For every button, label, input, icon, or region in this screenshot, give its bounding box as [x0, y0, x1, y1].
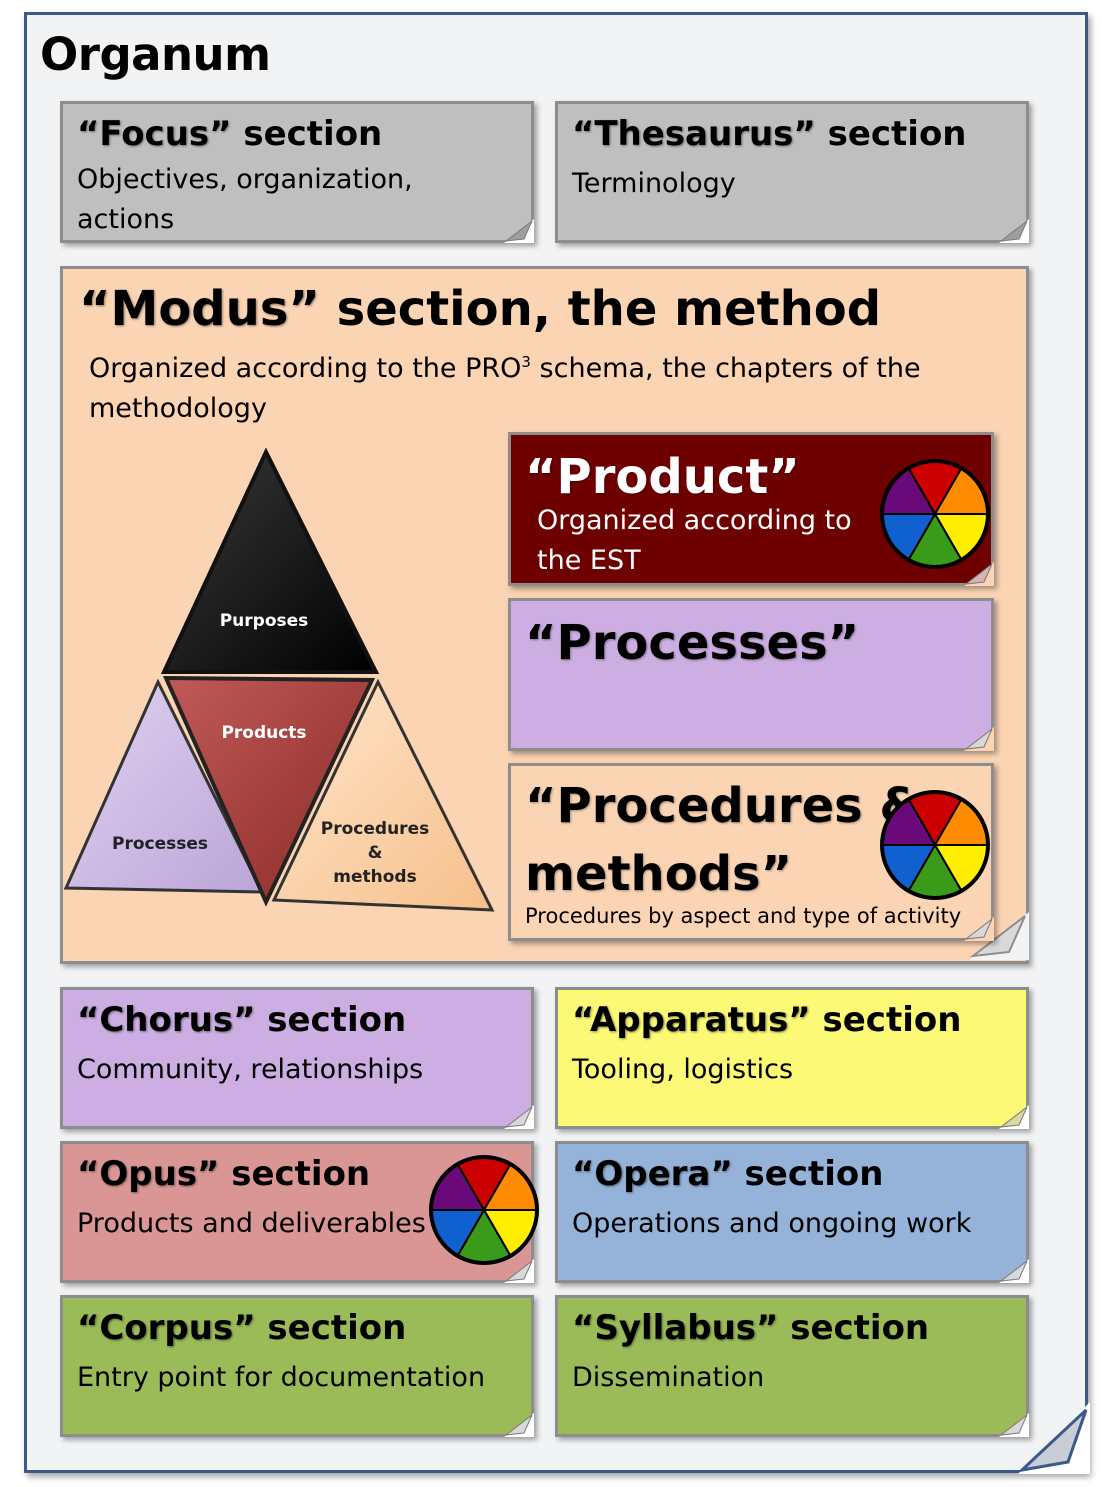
color-wheel-rim	[429, 1155, 539, 1265]
thesaurus-section[interactable]: “Thesaurus” section Terminology	[555, 101, 1029, 243]
opera-description: Operations and ongoing work	[572, 1208, 972, 1239]
pro3-pyramid: Purposes Products Processes Procedures &…	[63, 448, 495, 912]
pyramid-processes-label: Processes	[112, 834, 208, 854]
chorus-description: Community, relationships	[77, 1054, 424, 1085]
thesaurus-title: “Thesaurus” section	[572, 114, 967, 154]
color-wheel-icon	[880, 790, 990, 900]
corpus-description: Entry point for documentation	[77, 1362, 486, 1393]
pyramid-purposes-label: Purposes	[220, 611, 309, 631]
pyramid-procedures-segment	[271, 678, 495, 912]
focus-section[interactable]: “Focus” section Objectives, organization…	[60, 101, 534, 243]
apparatus-title: “Apparatus” section	[572, 1000, 962, 1040]
card-fold	[964, 917, 994, 941]
processes-subsection[interactable]: “Processes”	[508, 598, 994, 751]
color-wheel-rim	[880, 459, 990, 569]
product-description: Organized according to the EST	[537, 505, 852, 576]
card-fold	[969, 912, 1029, 961]
modus-title: “Modus” section, the method	[79, 281, 882, 337]
card-fold	[504, 1413, 534, 1437]
color-wheel-rim	[880, 790, 990, 900]
syllabus-description: Dissemination	[572, 1362, 765, 1393]
chorus-section[interactable]: “Chorus” section Community, relationship…	[60, 987, 534, 1129]
page-corner-fold	[1018, 1402, 1090, 1474]
page-title: Organum	[40, 28, 271, 81]
card-fold	[999, 1259, 1029, 1283]
procedures-title-line1: “Procedures &	[525, 778, 922, 834]
focus-description: Objectives, organization, actions	[77, 164, 413, 235]
modus-description: Organized according to the PRO3 schema, …	[89, 353, 921, 424]
color-wheel-icon	[880, 459, 990, 569]
card-fold	[504, 1105, 534, 1129]
procedures-description: Procedures by aspect and type of activit…	[525, 904, 962, 928]
opus-title: “Opus” section	[77, 1154, 371, 1194]
apparatus-description: Tooling, logistics	[572, 1054, 794, 1085]
apparatus-section[interactable]: “Apparatus” section Tooling, logistics	[555, 987, 1029, 1129]
card-fold	[964, 727, 994, 751]
pyramid-processes-segment	[63, 678, 265, 894]
corpus-title: “Corpus” section	[77, 1308, 407, 1348]
focus-title: “Focus” section	[77, 114, 383, 154]
pyramid-products-segment	[162, 675, 376, 907]
corpus-section[interactable]: “Corpus” section Entry point for documen…	[60, 1295, 534, 1437]
opus-description: Products and deliverables	[77, 1208, 426, 1239]
card-fold	[999, 1413, 1029, 1437]
syllabus-title: “Syllabus” section	[572, 1308, 930, 1348]
card-fold	[504, 219, 534, 243]
card-fold	[504, 1259, 534, 1283]
pyramid-procedures-label-2: &	[368, 843, 383, 863]
procedures-title-line2: methods”	[525, 846, 793, 902]
pyramid-purposes-segment	[160, 448, 380, 674]
card-fold	[964, 562, 994, 586]
pyramid-procedures-label-3: methods	[333, 867, 416, 887]
syllabus-section[interactable]: “Syllabus” section Dissemination	[555, 1295, 1029, 1437]
processes-title: “Processes”	[525, 615, 860, 671]
color-wheel-icon	[429, 1155, 539, 1265]
card-fold	[999, 1105, 1029, 1129]
product-title: “Product”	[525, 449, 800, 505]
card-fold	[999, 219, 1029, 243]
procedures-subsection[interactable]: “Procedures & methods” Procedures by asp…	[508, 763, 994, 941]
opera-section[interactable]: “Opera” section Operations and ongoing w…	[555, 1141, 1029, 1283]
opera-title: “Opera” section	[572, 1154, 884, 1194]
thesaurus-description: Terminology	[572, 168, 736, 199]
pyramid-products-label: Products	[221, 723, 306, 743]
chorus-title: “Chorus” section	[77, 1000, 407, 1040]
pyramid-procedures-label-1: Procedures	[321, 819, 429, 839]
